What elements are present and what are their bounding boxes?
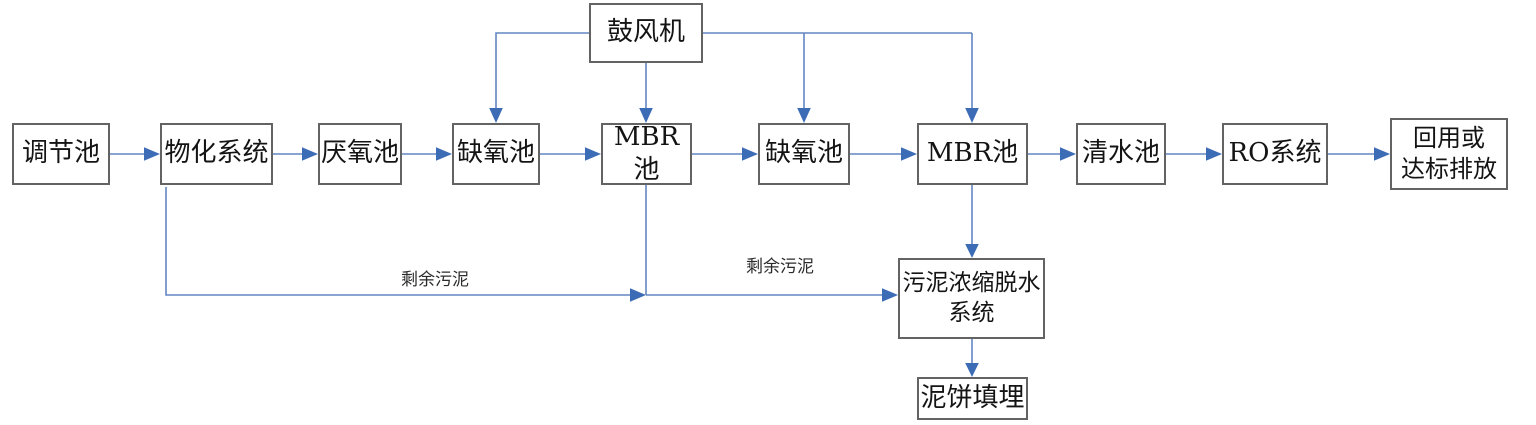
arrowhead-icon — [965, 108, 979, 123]
arrowhead-icon — [630, 288, 646, 302]
node-mbr-tank-2: MBR池 — [917, 123, 1028, 185]
arrowhead-icon — [797, 108, 811, 123]
node-regulating-tank: 调节池 — [12, 123, 110, 185]
arrowhead-icon — [436, 147, 452, 161]
arrowhead-icon — [302, 147, 318, 161]
arrowhead-icon — [742, 147, 758, 161]
arrowhead-icon — [144, 147, 160, 161]
arrowhead-icon — [639, 108, 653, 123]
arrowhead-layer — [144, 108, 1390, 377]
node-sludge-dewatering-system: 污泥浓缩脱水 系统 — [898, 258, 1045, 339]
node-mbr-tank-1: MBR池 — [601, 122, 692, 185]
node-blower: 鼓风机 — [589, 3, 703, 63]
node-anaerobic-tank: 厌氧池 — [318, 123, 402, 185]
edge-blower-to-anoxic1 — [495, 32, 589, 109]
node-anoxic-tank-2: 缺氧池 — [758, 123, 850, 185]
arrowhead-icon — [585, 147, 601, 161]
node-ro-system: RO系统 — [1222, 123, 1328, 185]
arrowhead-icon — [1206, 147, 1222, 161]
edge-label-excess-sludge-left: 剩余污泥 — [401, 270, 469, 290]
node-sludge-cake-landfill: 泥饼填埋 — [917, 377, 1028, 420]
arrowhead-icon — [882, 288, 898, 302]
arrowhead-icon — [1374, 147, 1390, 161]
arrowhead-icon — [965, 363, 979, 377]
node-physicochemical-system: 物化系统 — [160, 123, 273, 185]
node-clean-water-tank: 清水池 — [1076, 123, 1166, 185]
node-reuse-or-discharge: 回用或 达标排放 — [1390, 118, 1508, 190]
node-anoxic-tank-1: 缺氧池 — [452, 123, 540, 185]
edge-physicochemical-sludge — [165, 187, 631, 296]
arrowhead-icon — [901, 147, 917, 161]
arrowhead-icon — [965, 244, 979, 258]
edge-label-excess-sludge-right: 剩余污泥 — [746, 257, 814, 277]
arrowhead-icon — [489, 108, 503, 123]
arrowhead-icon — [1060, 147, 1076, 161]
